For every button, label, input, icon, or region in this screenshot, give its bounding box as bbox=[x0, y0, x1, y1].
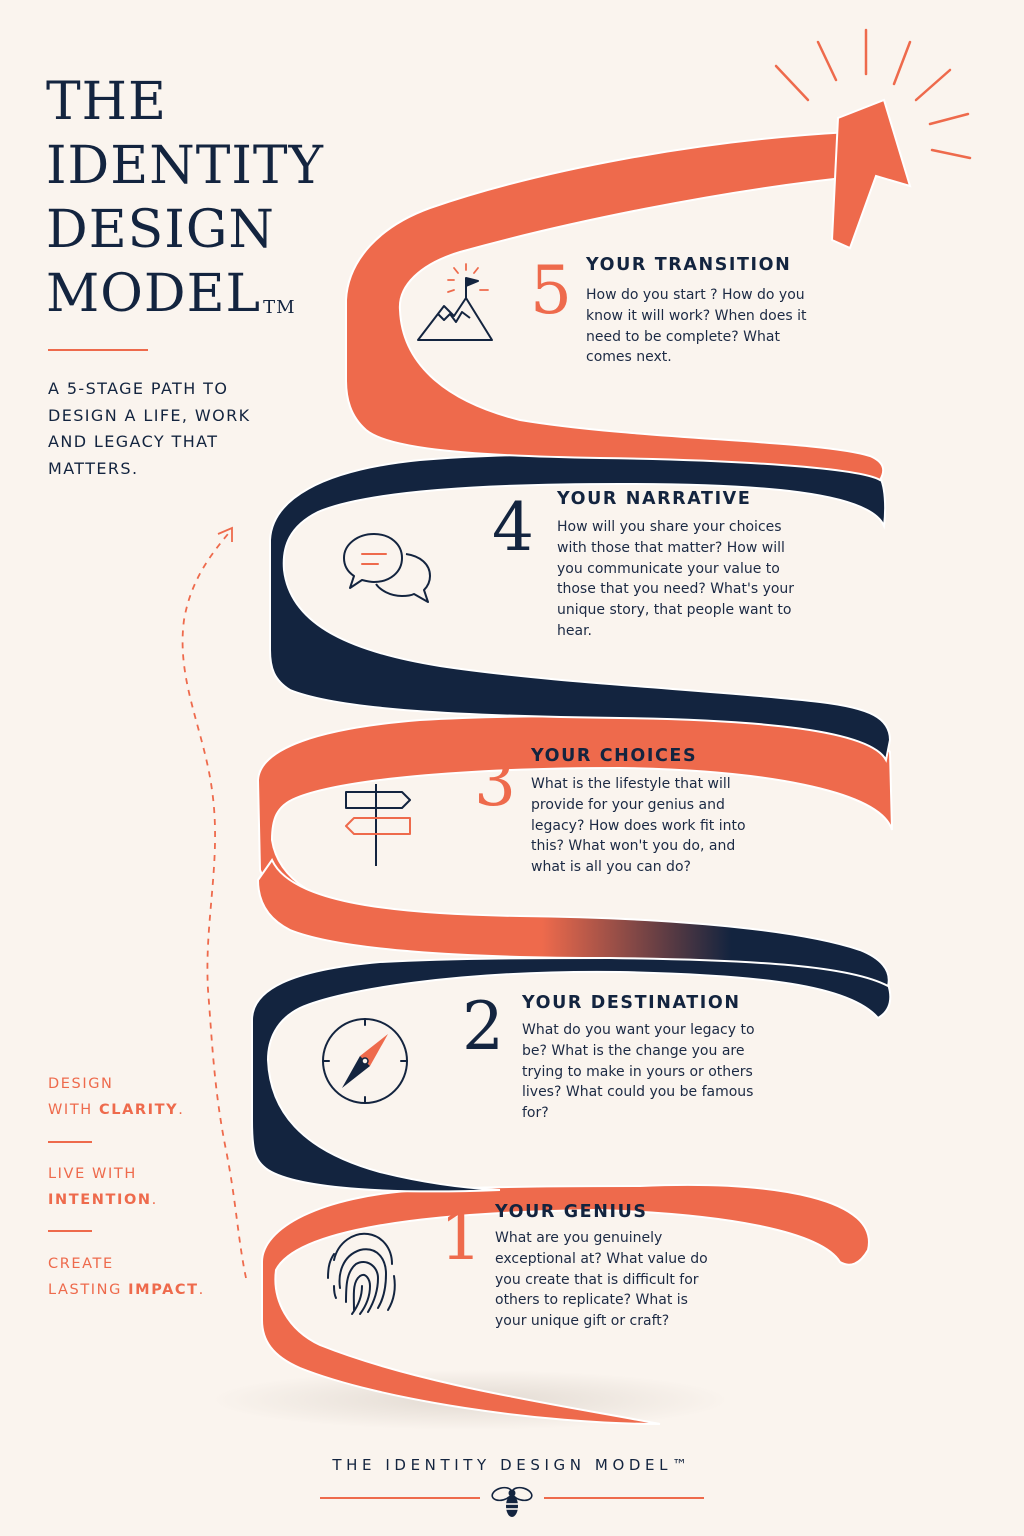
speech-bubbles-icon bbox=[343, 533, 431, 603]
stage-description: What do you want your legacy to be? What… bbox=[522, 1022, 755, 1122]
title-line-text: MODEL bbox=[46, 264, 262, 324]
motto-emphasis: CLARITY bbox=[98, 1102, 179, 1118]
motto-impact: CREATE LASTING IMPACT. bbox=[48, 1251, 248, 1303]
footer-title: THE IDENTITY DESIGN MODEL™ bbox=[332, 1456, 692, 1474]
stage-description: How will you share your choices with tho… bbox=[557, 519, 795, 639]
stage-number: 3 bbox=[474, 744, 516, 821]
motto-clarity: DESIGN WITH CLARITY. bbox=[48, 1071, 248, 1123]
motto-line: CREATE bbox=[48, 1256, 114, 1272]
footer-divider-right bbox=[544, 1497, 704, 1499]
motto-suffix: . bbox=[198, 1282, 205, 1298]
motto-prefix: WITH bbox=[48, 1102, 99, 1118]
signpost-icon bbox=[345, 784, 411, 866]
subtitle: A 5-STAGE PATH TO DESIGN A LIFE, WORK AN… bbox=[48, 379, 251, 478]
arrow-head bbox=[830, 98, 912, 250]
stage-title: YOUR DESTINATION bbox=[522, 993, 741, 1013]
trademark-mark: TM bbox=[263, 297, 296, 318]
stage-description: What are you genuinely exceptional at? W… bbox=[495, 1230, 708, 1330]
motto-divider bbox=[48, 1141, 92, 1143]
motto-line: INTENTION. bbox=[48, 1187, 248, 1213]
motto-line: WITH CLARITY. bbox=[48, 1097, 248, 1123]
motto-line: LIVE WITH bbox=[48, 1166, 137, 1182]
ribbon-loop-3-lower bbox=[256, 857, 890, 988]
stage-number: 2 bbox=[462, 988, 504, 1065]
ribbon-loop-4 bbox=[269, 452, 892, 763]
dashed-arrow-head bbox=[217, 526, 233, 542]
ribbon-loop-1 bbox=[261, 1183, 870, 1425]
title-line: IDENTITY bbox=[46, 136, 324, 196]
stage-number: 5 bbox=[530, 252, 572, 329]
compass-icon bbox=[322, 1018, 408, 1104]
stage-description: How do you start ? How do you know it wi… bbox=[586, 287, 807, 366]
footer-divider-left bbox=[320, 1497, 480, 1499]
title-divider bbox=[48, 349, 148, 351]
motto-line: LASTING IMPACT. bbox=[48, 1277, 248, 1303]
stage-title: YOUR NARRATIVE bbox=[557, 489, 752, 509]
motto-emphasis: IMPACT bbox=[128, 1282, 199, 1298]
motto-line: DESIGN bbox=[48, 1076, 114, 1092]
title-line: DESIGN bbox=[46, 200, 275, 260]
ribbon-loop-5 bbox=[345, 130, 885, 482]
stage-title: YOUR GENIUS bbox=[495, 1202, 648, 1222]
ribbon-loop-2 bbox=[251, 956, 892, 1193]
stage-description: What is the lifestyle that will provide … bbox=[531, 776, 746, 876]
mountain-flag-icon bbox=[417, 263, 493, 341]
motto-divider bbox=[48, 1230, 92, 1232]
burst-rays-icon bbox=[774, 28, 972, 160]
title-line: THE bbox=[46, 72, 167, 132]
ribbon-loop-3 bbox=[256, 714, 893, 932]
dashed-progress-line bbox=[181, 533, 247, 1279]
bee-icon bbox=[491, 1486, 533, 1517]
motto-emphasis: INTENTION bbox=[48, 1192, 152, 1208]
motto-intention: LIVE WITH INTENTION. bbox=[48, 1161, 248, 1213]
motto-suffix: . bbox=[151, 1192, 158, 1208]
motto-prefix: LASTING bbox=[48, 1282, 129, 1298]
fingerprint-icon bbox=[327, 1232, 396, 1315]
stage-title: YOUR TRANSITION bbox=[586, 255, 792, 275]
motto-suffix: . bbox=[178, 1102, 185, 1118]
stage-number: 4 bbox=[492, 489, 534, 566]
stage-title: YOUR CHOICES bbox=[531, 746, 698, 766]
stage-number: 1 bbox=[440, 1198, 482, 1275]
